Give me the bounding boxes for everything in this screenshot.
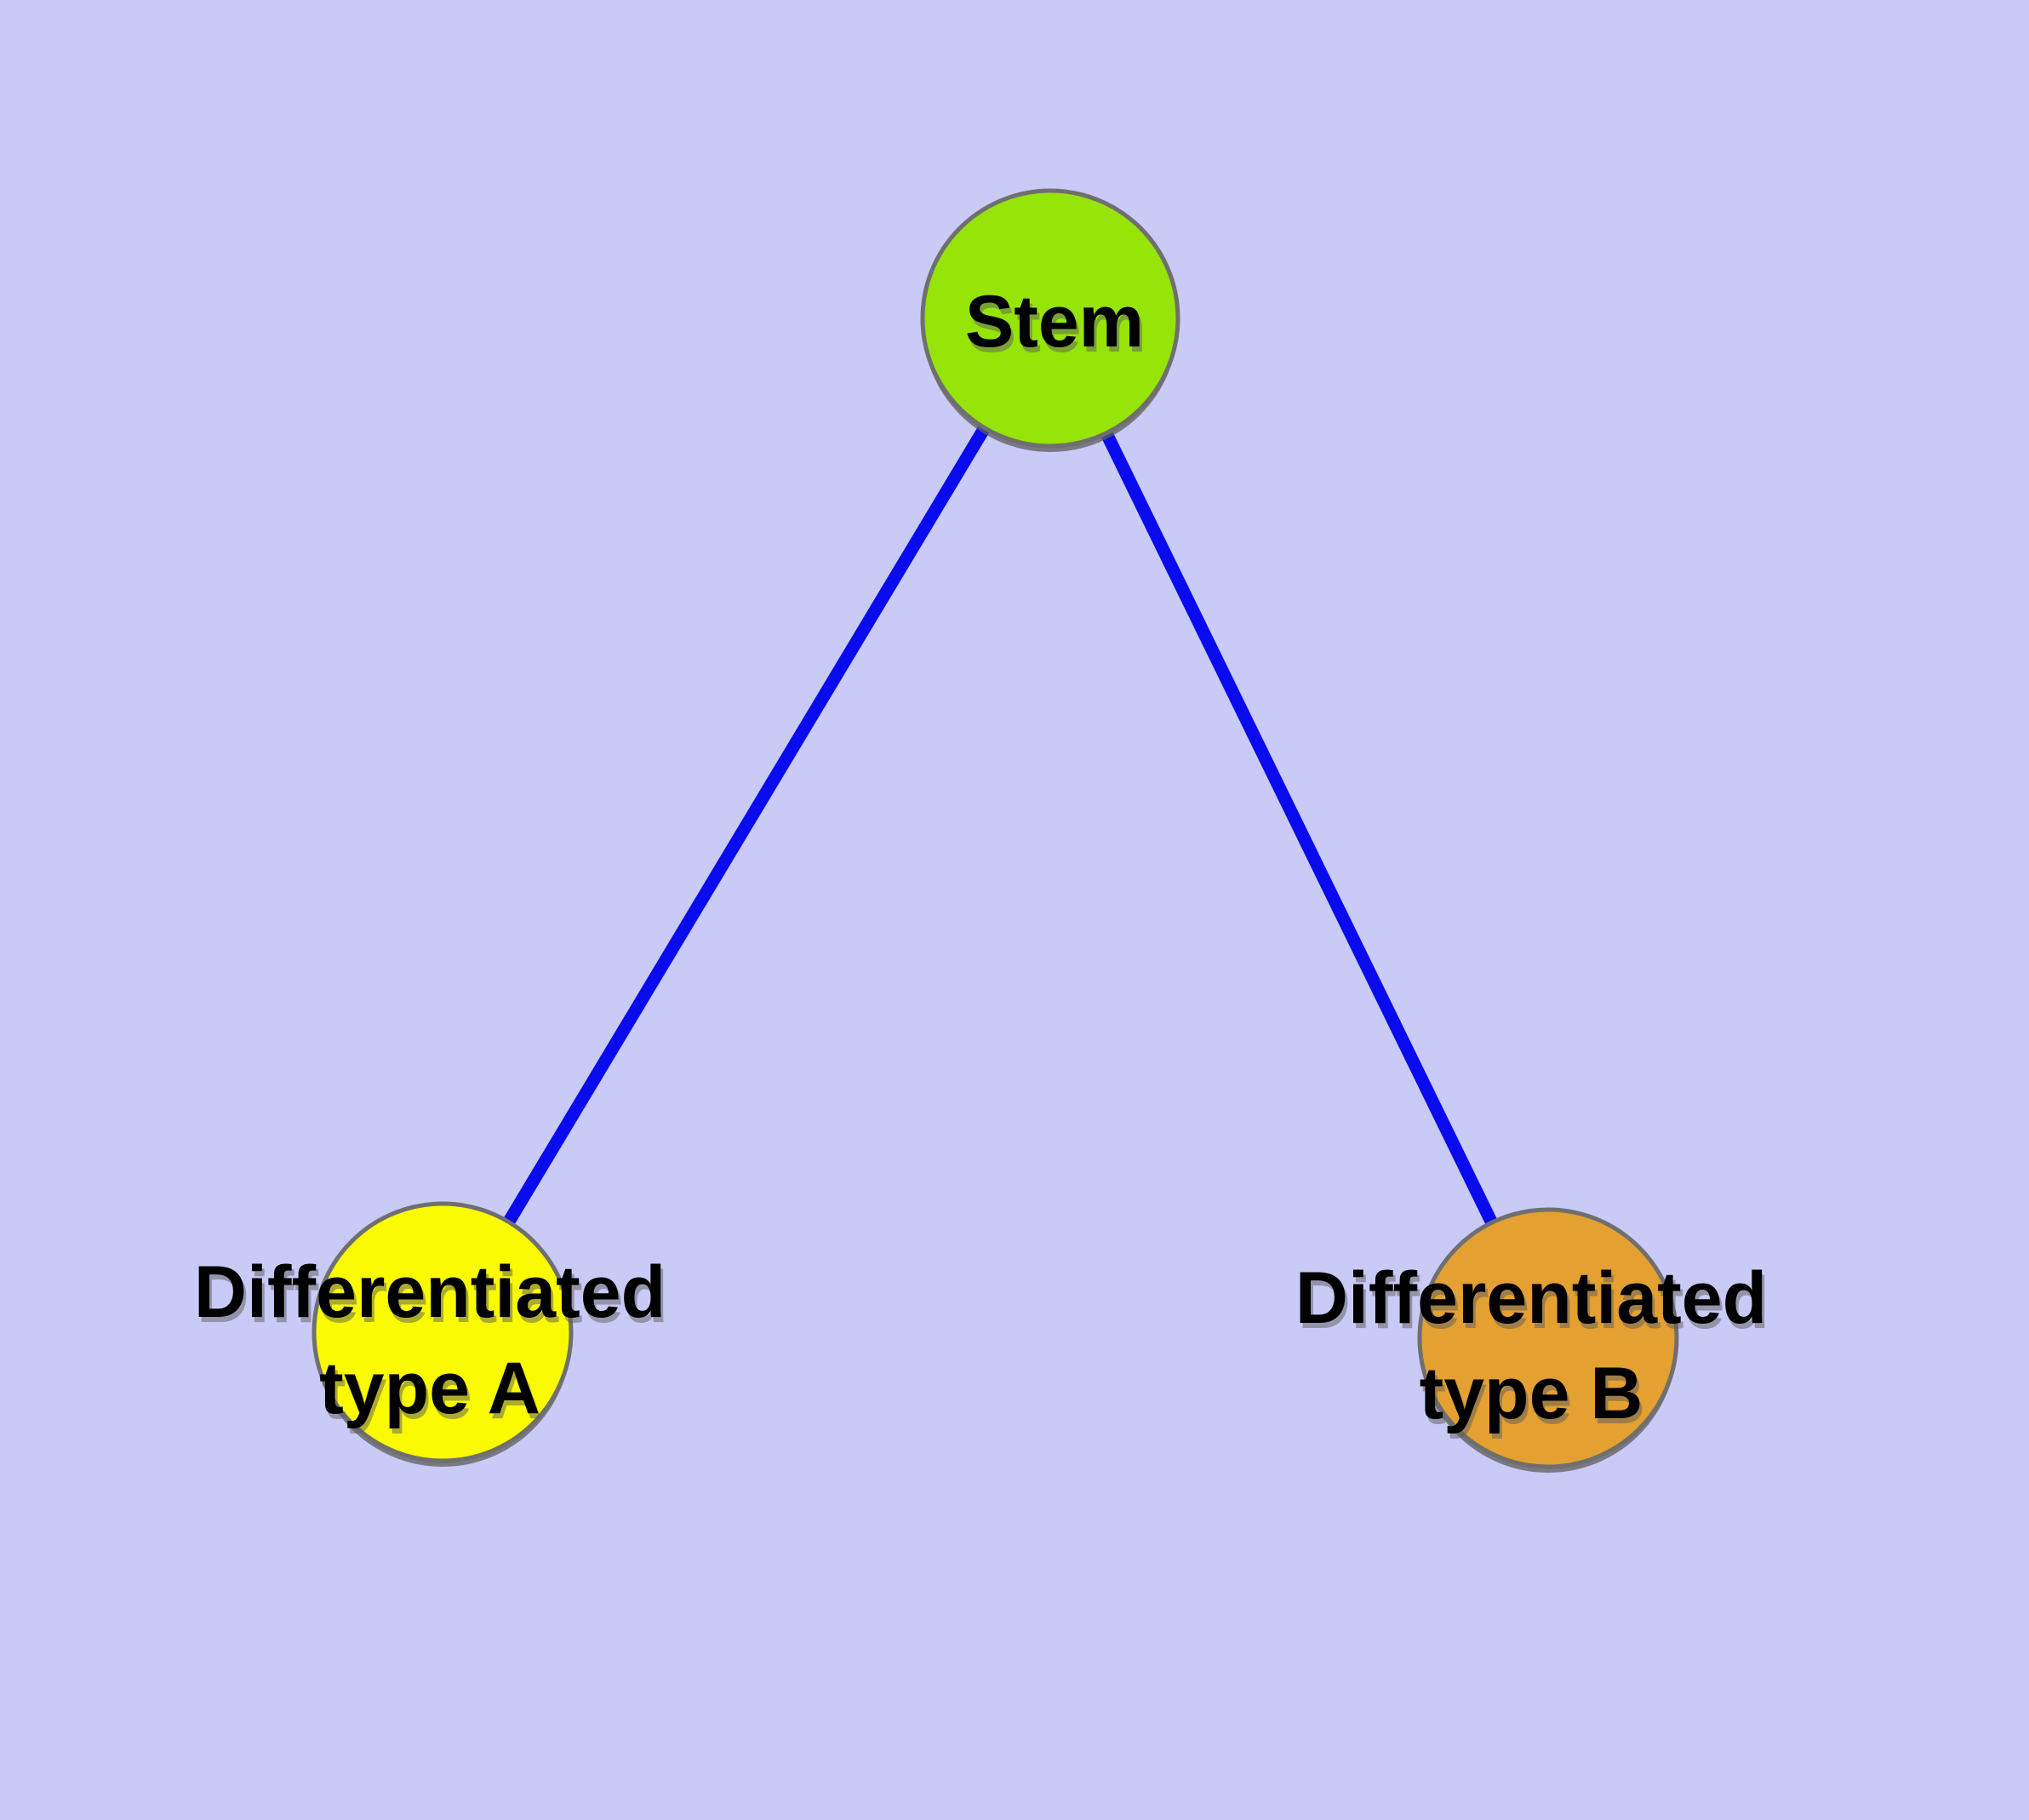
node-label-type-a-line-0: Differentiated (194, 1251, 666, 1333)
edge-stem-type-b (1044, 315, 1554, 1342)
node-label-type-b-line-0: Differentiated (1295, 1257, 1767, 1339)
node-label-type-b-line-1: type B (1420, 1353, 1643, 1434)
node-layer (311, 188, 1679, 1473)
label-layer: StemStemDifferentiatedDifferentiatedtype… (194, 281, 1769, 1439)
node-stem[interactable] (920, 188, 1180, 449)
node-label-shadow-stem-line-0: Stem (968, 286, 1146, 368)
node-label-shadow-type-a-line-1: type A (322, 1353, 543, 1434)
node-label-stem-line-0: Stem (965, 281, 1144, 363)
node-type-a[interactable] (311, 1201, 574, 1463)
node-type-b[interactable] (1417, 1207, 1679, 1469)
node-label-shadow-type-b-line-1: type B (1422, 1358, 1646, 1439)
edge-layer (437, 315, 1554, 1342)
node-label-shadow-type-a-line-0: Differentiated (197, 1256, 668, 1338)
node-label-type-a-line-1: type A (319, 1348, 540, 1429)
node-label-shadow-type-b-line-0: Differentiated (1298, 1262, 1769, 1344)
edge-stem-type-a (437, 315, 1056, 1336)
